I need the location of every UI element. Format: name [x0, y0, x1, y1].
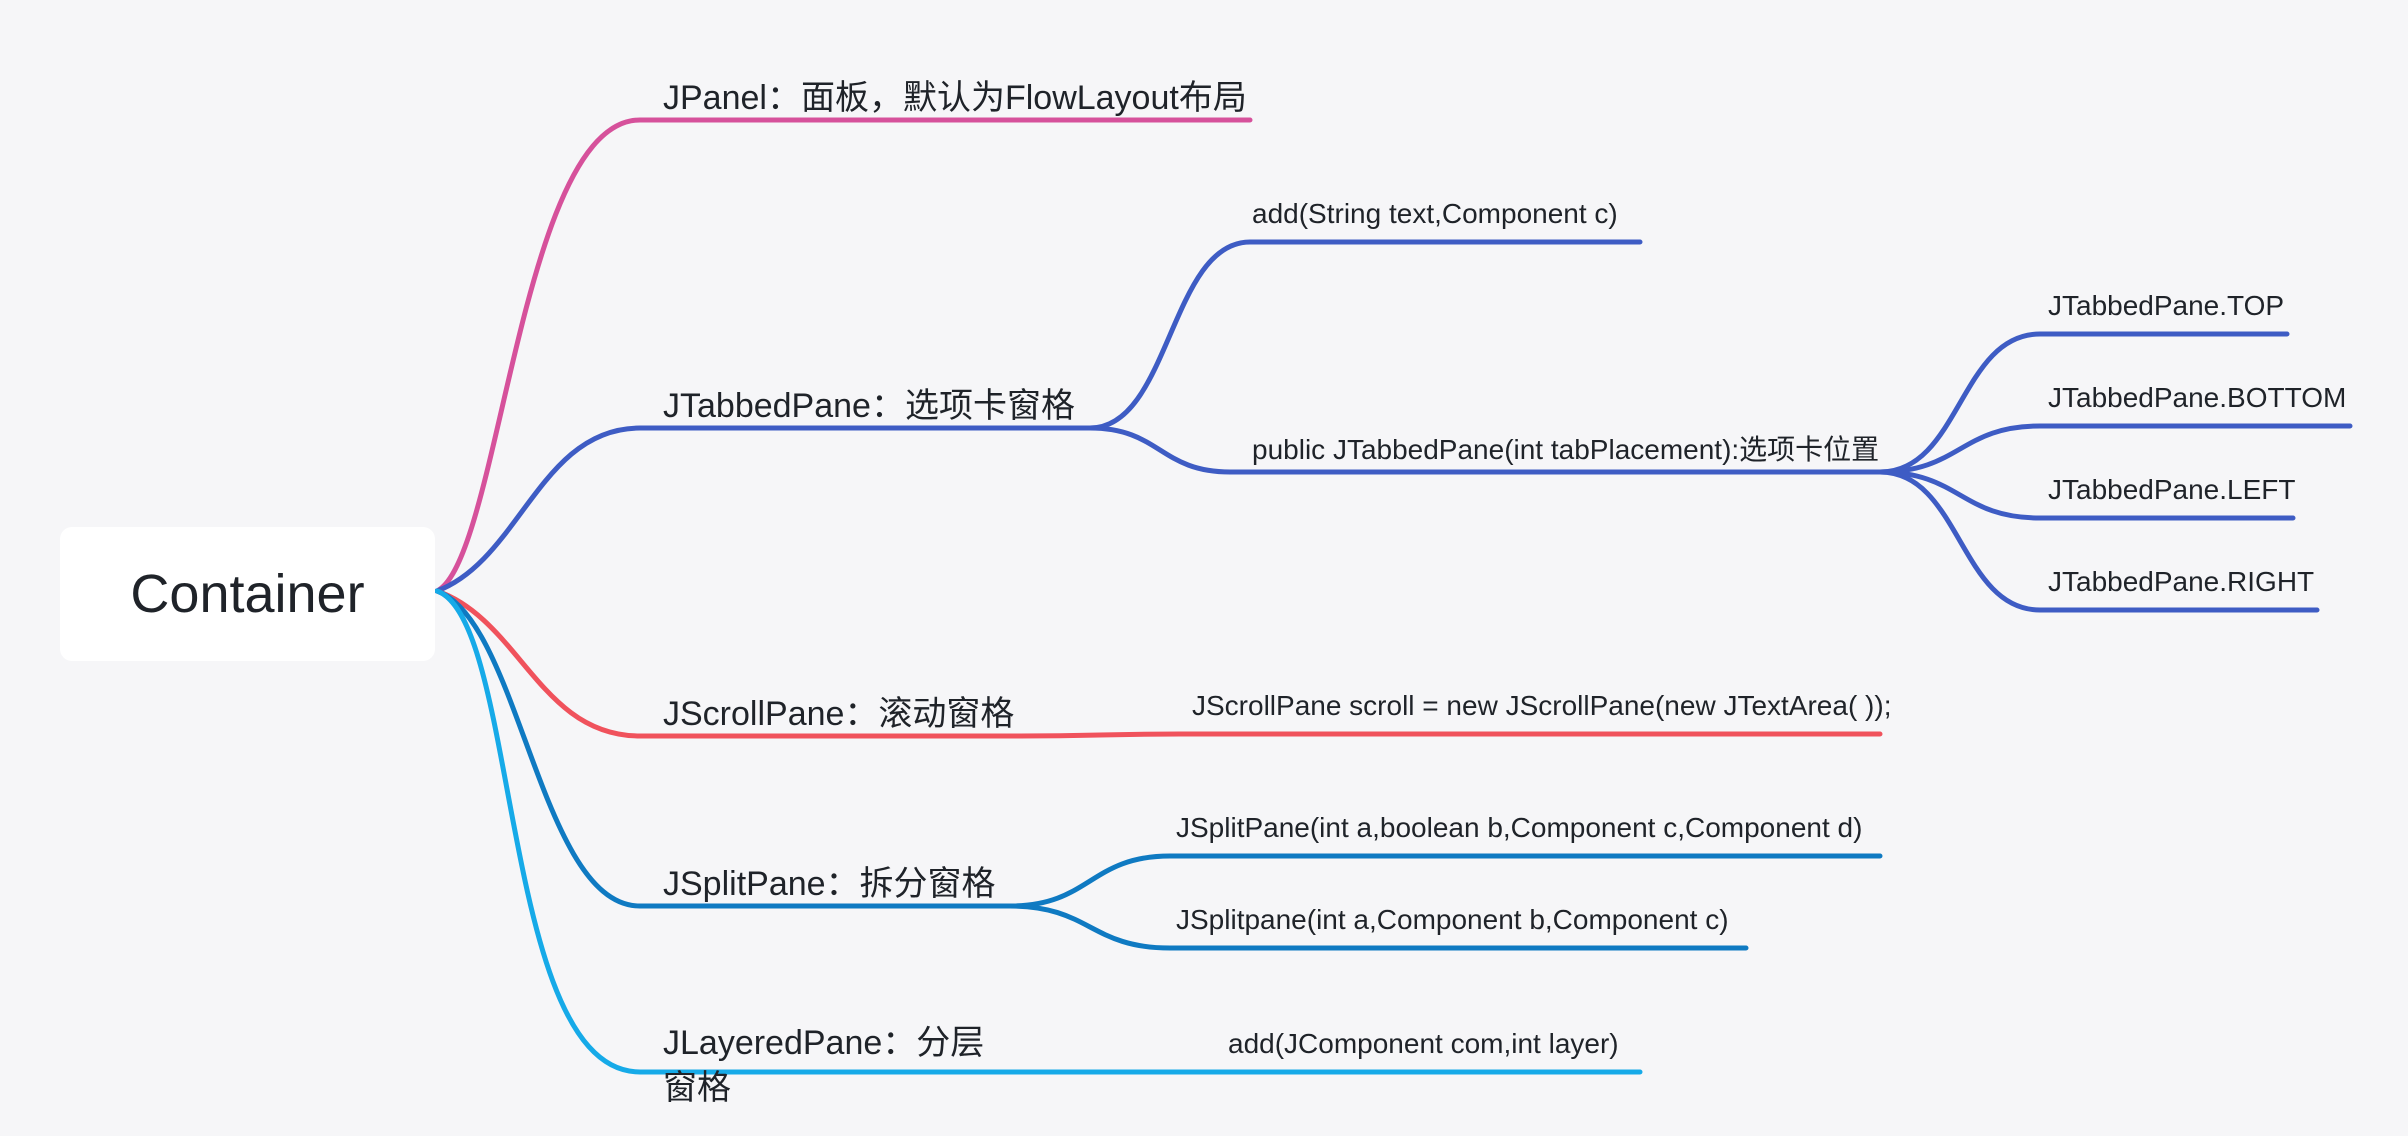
edge-placement-top [1877, 331, 2290, 475]
node-placement-top[interactable]: JTabbedPane.TOP [2048, 290, 2285, 321]
node-jscrollpane-constructor[interactable]: JScrollPane scroll = new JScrollPane(new… [1192, 690, 1892, 721]
node-jpanel[interactable]: JPanel：面板，默认为FlowLayout布局 [663, 79, 1247, 117]
edge-jtabbedpane-constructor [1087, 425, 1883, 475]
node-jsplitpane-constructor-3[interactable]: JSplitpane(int a,Component b,Component c… [1176, 904, 1729, 935]
edge-jsplitpane-constructor-4 [1007, 853, 1883, 909]
edge-jsplitpane-constructor-3 [1007, 903, 1749, 951]
node-jsplitpane-constructor-4[interactable]: JSplitPane(int a,boolean b,Component c,C… [1176, 812, 1863, 843]
node-jscrollpane[interactable]: JScrollPane：滚动窗格 [663, 695, 1015, 733]
node-jtabbedpane-constructor[interactable]: public JTabbedPane(int tabPlacement):选项卡… [1252, 434, 1880, 465]
node-placement-right[interactable]: JTabbedPane.RIGHT [2048, 566, 2315, 597]
node-placement-left[interactable]: JTabbedPane.LEFT [2048, 474, 2296, 505]
edge-root-jsplitpane [434, 588, 1013, 909]
edge-jtabbedpane-add [1087, 239, 1643, 431]
node-placement-bottom[interactable]: JTabbedPane.BOTTOM [2048, 382, 2347, 413]
edge-placement-left [1877, 469, 2296, 521]
node-jlayeredpane[interactable]: JLayeredPane：分层窗格 [663, 1024, 985, 1107]
edge-root-jlayeredpane [434, 588, 1063, 1075]
edge-root-jpanel [434, 117, 1253, 594]
node-jsplitpane[interactable]: JSplitPane：拆分窗格 [663, 865, 996, 903]
root-node[interactable]: Container [60, 527, 435, 661]
edge-placement-bottom [1877, 423, 2353, 475]
edge-placement-right [1877, 469, 2320, 613]
edge-root-jscrollpane [434, 588, 1023, 739]
root-label: Container [130, 564, 365, 624]
edge-root-jtabbedpane [434, 425, 1093, 594]
node-jlayeredpane-add[interactable]: add(JComponent com,int layer) [1228, 1028, 1619, 1059]
node-jtabbedpane-add[interactable]: add(String text,Component c) [1252, 198, 1618, 229]
edge-jscrollpane-constructor [1017, 731, 1883, 739]
node-jtabbedpane[interactable]: JTabbedPane：选项卡窗格 [663, 387, 1075, 425]
